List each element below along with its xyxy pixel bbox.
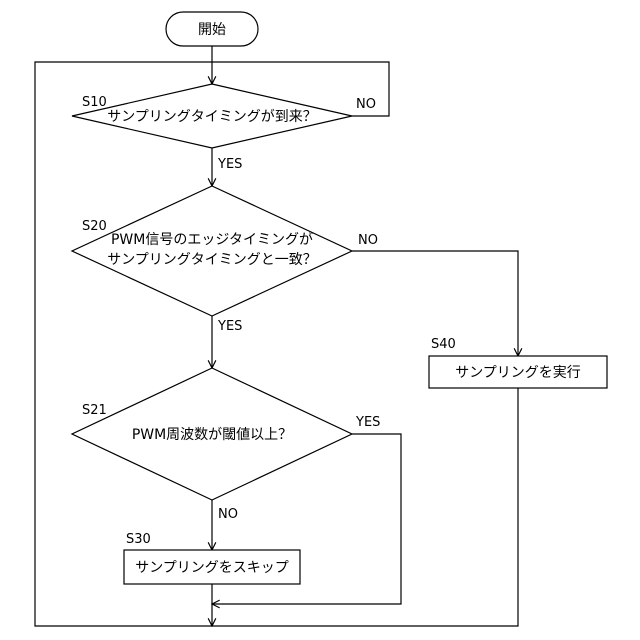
process-s40-text: サンプリングを実行 bbox=[455, 365, 581, 381]
loop-left-line bbox=[35, 62, 212, 626]
process-s30-text: サンプリングをスキップ bbox=[135, 560, 289, 576]
step-id-s21: S21 bbox=[82, 403, 107, 418]
s10-yes-label: YES bbox=[217, 157, 242, 172]
decision-s20 bbox=[72, 186, 352, 316]
step-id-s20: S20 bbox=[82, 219, 107, 234]
s21-no-label: NO bbox=[218, 507, 238, 522]
start-label: 開始 bbox=[198, 22, 226, 38]
s20-yes-label: YES bbox=[217, 319, 242, 334]
s21-yes-label: YES bbox=[355, 415, 380, 430]
step-id-s30: S30 bbox=[126, 532, 151, 547]
decision-s20-line2: サンプリングタイミングと一致？ bbox=[107, 252, 317, 268]
decision-s10-text: サンプリングタイミングが到来？ bbox=[107, 109, 317, 125]
decision-s20-line1: PWM信号のエッジタイミングが bbox=[111, 232, 313, 248]
step-id-s40: S40 bbox=[431, 337, 456, 352]
s10-no-label: NO bbox=[356, 97, 376, 112]
step-id-s10: S10 bbox=[82, 95, 107, 110]
decision-s21-text: PWM周波数が閾値以上？ bbox=[132, 427, 292, 443]
s20-no-label: NO bbox=[358, 233, 378, 248]
